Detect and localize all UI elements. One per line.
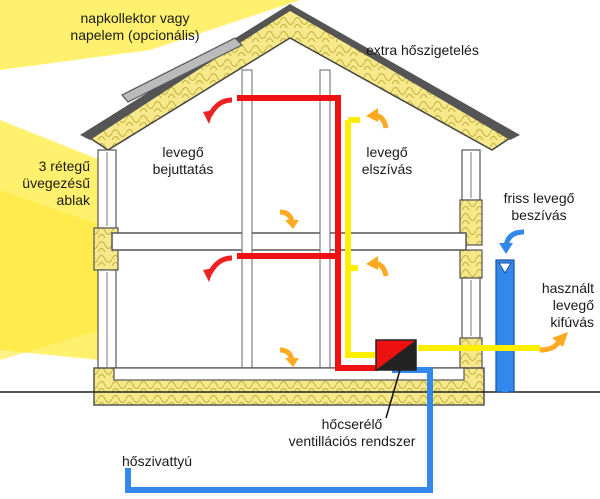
extract-label-line-1: levegő	[366, 144, 408, 160]
heat-pump-loop	[125, 367, 433, 493]
fresh-air-arrowhead	[499, 243, 513, 254]
window-label-line-1: 3 rétegű	[38, 158, 90, 174]
heat-exchanger-diagonal	[376, 340, 416, 370]
supply-arrowhead-lower	[203, 268, 214, 282]
exhaust-label-line-3: kifúvás	[550, 314, 594, 330]
fresh-air-label-line-1: friss levegő	[503, 190, 575, 206]
collector-label: napkollektor vagy napelem (opcionális)	[50, 10, 220, 44]
air-arrowhead-1	[366, 108, 378, 122]
floor-slab	[111, 232, 467, 251]
hrv-pointer	[385, 369, 401, 419]
window-label: 3 rétegű üvegezésű ablak	[8, 158, 90, 209]
hrv-label: hőcserélő ventillációs rendszer	[252, 416, 452, 450]
supply-arrowhead-upper	[203, 110, 214, 124]
fresh-air-label-line-2: beszívás	[511, 207, 567, 223]
insulation-label: extra hőszigetelés	[366, 42, 479, 58]
air-arrowhead-4	[285, 358, 299, 367]
exhaust-label-line-1: használt	[541, 280, 594, 296]
fresh-air-label: friss levegő beszívás	[484, 190, 594, 224]
exhaust-label: használt levegő kifúvás	[516, 280, 594, 331]
hrv-label-line-1: hőcserélő	[321, 416, 383, 432]
extract-label: levegő elszívás	[352, 144, 422, 178]
collector-label-line-1: napkollektor vagy	[80, 10, 190, 26]
supply-label: levegő bejuttatás	[138, 144, 228, 178]
exhaust-label-line-2: levegő	[552, 297, 594, 313]
sun-beam-roof	[0, 0, 300, 70]
air-arrowhead-3	[366, 256, 378, 270]
intake-marker	[498, 262, 512, 274]
supply-label-line-1: levegő	[162, 144, 204, 160]
right-wall-insulation-mid	[459, 249, 483, 279]
exhaust-arrowhead	[552, 332, 568, 347]
extract-label-line-2: elszívás	[361, 161, 413, 177]
right-wall-bottom-insulation	[459, 337, 483, 369]
house-interior	[118, 40, 482, 380]
supply-label-line-2: bejuttatás	[152, 161, 214, 177]
window-label-line-2: üvegezésű	[22, 175, 90, 191]
window-label-line-3: ablak	[56, 192, 90, 208]
air-arrowhead-2	[285, 220, 299, 229]
hrv-label-line-2: ventillációs rendszer	[288, 433, 416, 449]
solar-panel	[121, 37, 244, 103]
partition-right	[319, 69, 331, 371]
supply-duct	[237, 95, 378, 371]
partition-left	[241, 69, 253, 371]
collector-label-line-2: napelem (opcionális)	[70, 27, 200, 43]
sun-beam-window-low	[0, 190, 100, 360]
extract-duct	[345, 120, 375, 358]
heat-pump-label: hőszivattyú	[122, 453, 193, 469]
